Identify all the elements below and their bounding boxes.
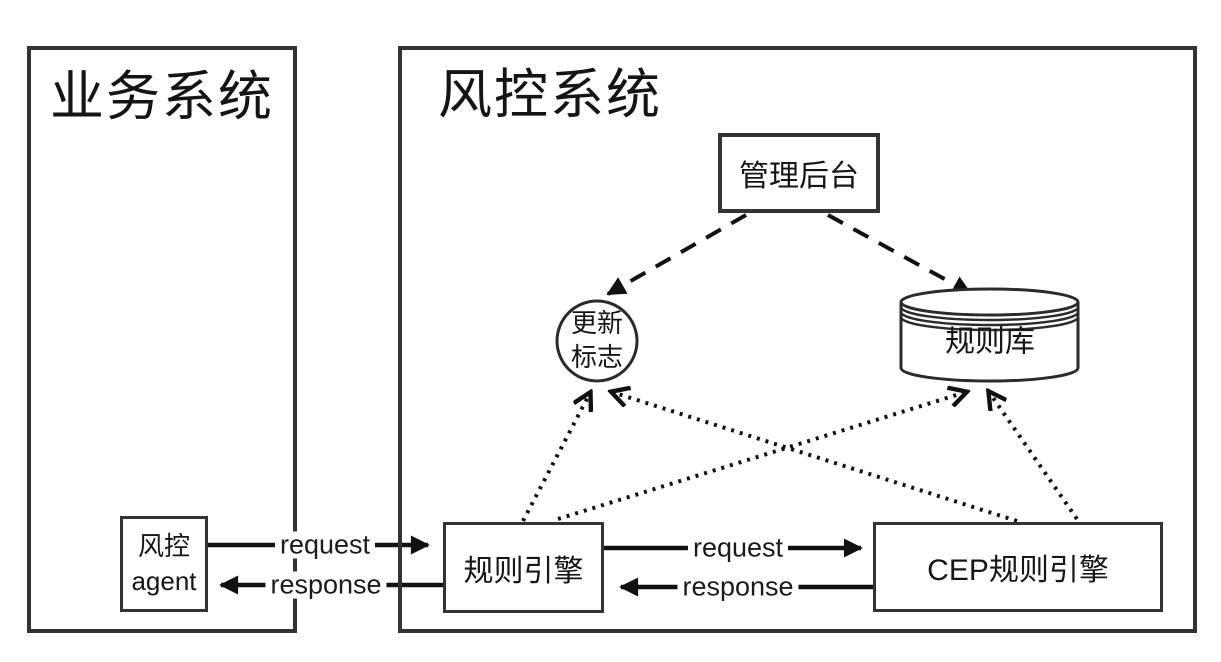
update-flag-label: 更新 标志: [571, 307, 623, 375]
risk-agent-label-line2: agent: [131, 566, 197, 596]
business-system-panel: [27, 46, 297, 633]
database-cylinder: [899, 287, 1080, 383]
cep-rule-engine-node: CEP规则引擎: [873, 522, 1163, 612]
edge-label-agent-response: response: [265, 571, 387, 599]
admin-console-label: 管理后台: [739, 160, 859, 193]
rule-engine-label: 规则引擎: [463, 554, 584, 588]
arrow-cep-to-rulebase-dotted: [989, 392, 1079, 521]
update-flag-label-line2: 标志: [570, 342, 624, 372]
arrow-engine-to-flag-dotted: [521, 393, 590, 522]
rule-base-label: 规则库: [945, 325, 1035, 359]
risk-system-panel: [398, 46, 1197, 633]
risk-agent-node: 风控 agent: [120, 516, 208, 612]
risk-system-title: 风控系统: [438, 65, 662, 125]
cep-rule-engine-label: CEP规则引擎: [927, 554, 1109, 587]
edge-label-agent-request: request: [274, 531, 376, 559]
admin-console-node: 管理后台: [718, 133, 880, 213]
update-flag-label-line1: 更新: [570, 308, 624, 339]
edge-label-cep-response: response: [677, 573, 799, 601]
flag-circle: [555, 299, 639, 383]
arrow-admin-to-flag-dashed: [606, 213, 747, 296]
rule-engine-node: 规则引擎: [443, 522, 604, 613]
risk-agent-label-line1: 风控: [137, 530, 190, 561]
edge-label-cep-request: request: [687, 534, 789, 562]
business-system-title: 业务系统: [50, 67, 274, 127]
